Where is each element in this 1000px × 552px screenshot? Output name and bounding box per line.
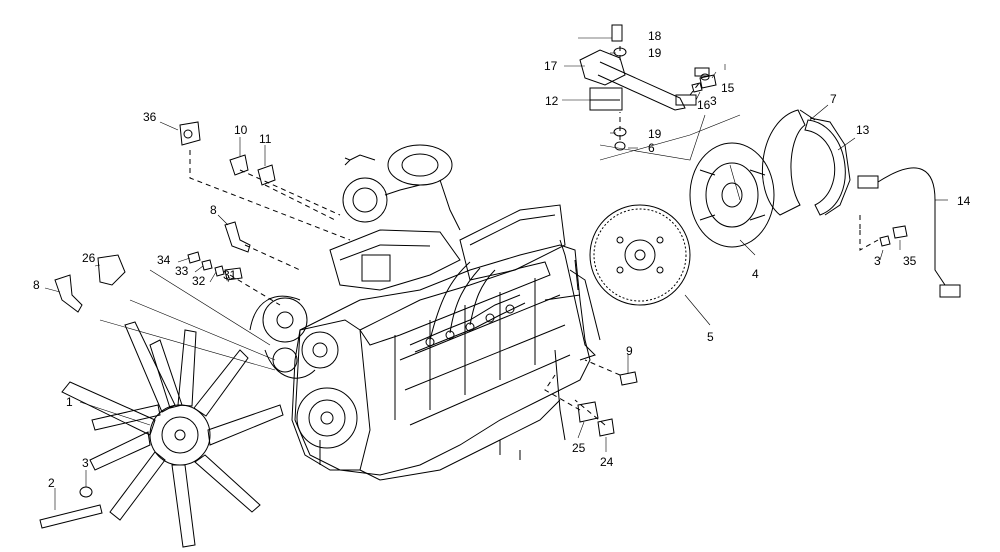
callout-32: 32	[192, 274, 206, 288]
callout-10: 10	[234, 123, 248, 137]
callout-19-bottom: 19	[648, 127, 662, 141]
fittings	[39, 74, 908, 529]
callout-8-upper: 8	[210, 203, 217, 217]
leader-lines	[44, 37, 948, 510]
callout-34: 34	[157, 253, 171, 267]
callout-2: 2	[48, 476, 55, 490]
callout-14: 14	[957, 194, 971, 208]
assembly-lines	[189, 45, 879, 426]
callout-25: 25	[572, 441, 586, 455]
callout-35: 35	[903, 254, 917, 268]
flywheel-housing	[689, 142, 775, 248]
flywheel	[589, 204, 691, 306]
callout-13: 13	[856, 123, 870, 137]
callout-6: 6	[648, 141, 655, 155]
callout-1: 1	[66, 395, 73, 409]
callout-36: 36	[143, 110, 157, 124]
callout-17: 17	[544, 59, 558, 73]
housing-13	[804, 117, 851, 216]
callout-33: 33	[175, 264, 189, 278]
callout-3-lever: 3	[710, 94, 717, 108]
callout-31: 31	[223, 268, 237, 282]
gasket-7	[761, 109, 816, 216]
callout-26: 26	[82, 251, 96, 265]
lever-assembly	[579, 24, 710, 151]
callout-15: 15	[721, 81, 735, 95]
callout-24: 24	[600, 455, 614, 469]
callout-7: 7	[830, 92, 837, 106]
callout-9: 9	[626, 344, 633, 358]
callout-12: 12	[545, 94, 559, 108]
callout-18: 18	[648, 29, 662, 43]
fan-assembly	[61, 321, 284, 548]
callout-3-fan: 3	[82, 456, 89, 470]
engine-block	[249, 144, 601, 481]
callout-4: 4	[752, 267, 759, 281]
callout-11: 11	[259, 132, 272, 146]
callout-19-top: 19	[648, 46, 662, 60]
sensor-14	[857, 167, 961, 298]
callout-8-left: 8	[33, 278, 40, 292]
callout-5: 5	[707, 330, 714, 344]
callout-16: 16	[697, 98, 711, 112]
callout-3-housing: 3	[874, 254, 881, 268]
